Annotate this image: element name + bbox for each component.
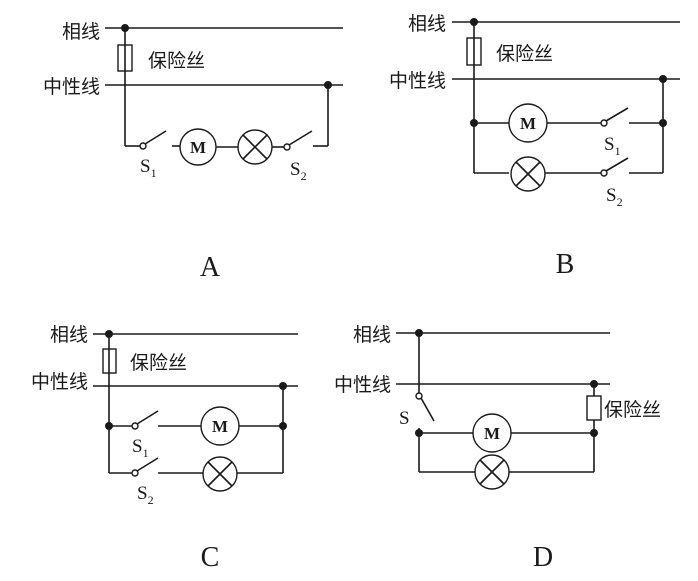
svg-text:M: M xyxy=(520,114,536,133)
switch-s1 xyxy=(131,410,159,430)
fuse-label: 保险丝 xyxy=(130,352,187,374)
phase-line-label: 相线 xyxy=(62,21,100,43)
switch-s2 xyxy=(131,457,159,477)
s2-label: S2 xyxy=(137,483,154,507)
junction xyxy=(590,429,598,437)
s1-label: S1 xyxy=(132,436,149,460)
lamp-icon xyxy=(474,454,510,490)
fuse-label: 保险丝 xyxy=(604,399,661,421)
neutral-line-label: 中性线 xyxy=(389,70,446,92)
s1-label: S1 xyxy=(604,134,621,158)
motor-icon: M xyxy=(472,413,512,453)
circuit-d: 相线 中性线 S M 保险丝 D xyxy=(334,324,661,573)
junction xyxy=(590,380,598,388)
phase-line-label: 相线 xyxy=(353,324,391,346)
lamp-icon xyxy=(202,456,238,492)
s1-label: S1 xyxy=(140,156,157,180)
motor-icon: M xyxy=(508,103,548,143)
junction xyxy=(279,422,287,430)
lamp-icon xyxy=(510,156,546,192)
fuse-label: 保险丝 xyxy=(148,50,205,72)
fuse-icon xyxy=(586,395,602,421)
s2-label: S2 xyxy=(290,159,307,183)
neutral-line-label: 中性线 xyxy=(43,76,100,98)
svg-text:M: M xyxy=(484,424,500,443)
switch-s1 xyxy=(139,130,167,150)
phase-line-label: 相线 xyxy=(408,13,446,35)
neutral-line-label: 中性线 xyxy=(31,371,88,393)
junction xyxy=(659,75,667,83)
option-caption-a: A xyxy=(200,252,221,283)
fuse-label: 保险丝 xyxy=(496,43,553,65)
option-caption-c: C xyxy=(201,542,220,573)
svg-text:M: M xyxy=(212,417,228,436)
circuit-a: 相线 中性线 保险丝 S1 M S2 A xyxy=(43,21,343,283)
junction xyxy=(279,382,287,390)
switch-s xyxy=(415,392,435,422)
s2-label: S2 xyxy=(606,185,623,209)
motor-icon: M xyxy=(179,128,217,166)
neutral-line-label: 中性线 xyxy=(334,374,391,396)
circuit-b: 相线 中性线 保险丝 M S1 S2 B xyxy=(389,13,680,280)
option-caption-d: D xyxy=(533,542,553,573)
phase-line-label: 相线 xyxy=(50,324,88,346)
switch-s2 xyxy=(600,157,629,177)
switch-s2 xyxy=(283,130,313,151)
circuit-c: 相线 中性线 保险丝 S1 M S2 C xyxy=(31,324,298,573)
junction xyxy=(324,81,332,89)
option-caption-b: B xyxy=(556,249,575,280)
svg-text:M: M xyxy=(190,138,206,157)
lamp-icon xyxy=(237,129,273,165)
s-label: S xyxy=(399,408,410,429)
motor-icon: M xyxy=(200,406,240,446)
junction xyxy=(659,119,667,127)
switch-s1 xyxy=(600,107,629,127)
